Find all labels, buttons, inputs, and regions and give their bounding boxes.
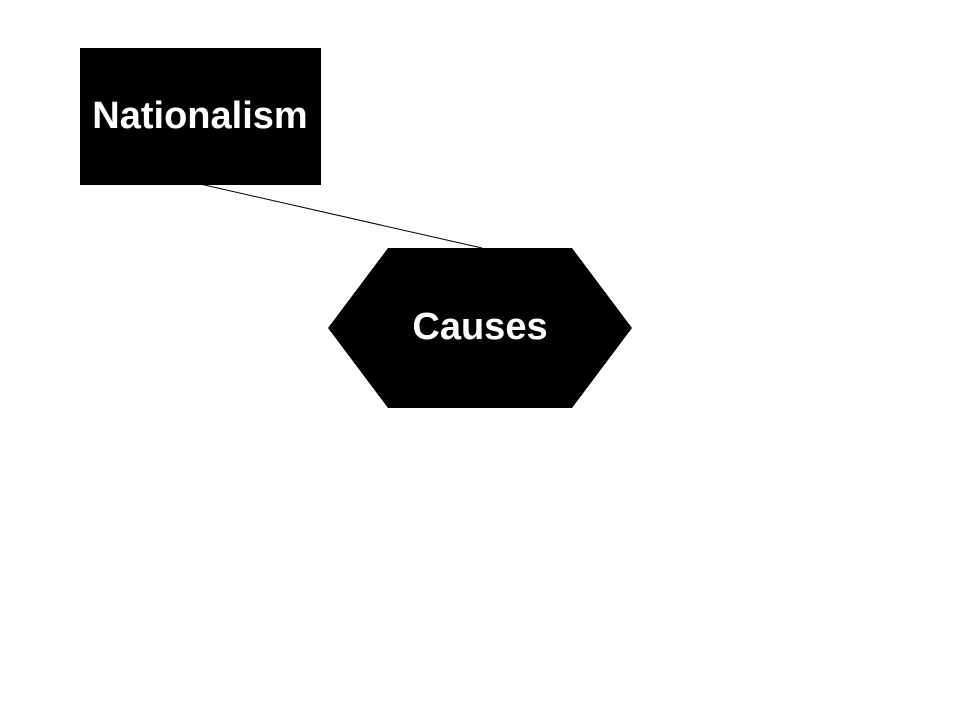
causes-hexagon (328, 248, 632, 408)
node-nationalism[interactable]: Nationalism (80, 48, 321, 185)
causes-label: Causes (412, 306, 547, 348)
connector-line-nationalism-causes (199, 183, 483, 249)
nationalism-box (80, 48, 321, 185)
nationalism-label: Nationalism (92, 95, 307, 137)
node-causes[interactable]: Causes (328, 248, 632, 408)
